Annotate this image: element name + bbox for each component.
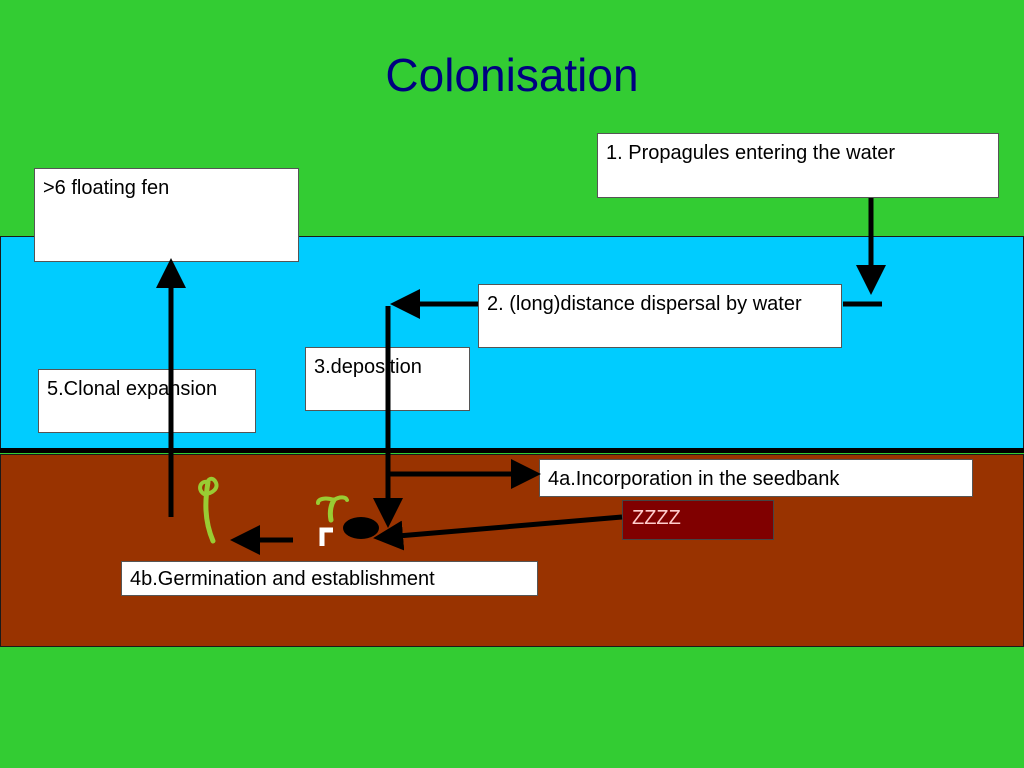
step1-box: 1. Propagules entering the water (597, 133, 999, 198)
dormant-seed-label: ZZZZ (622, 500, 774, 540)
step5-box: 5.Clonal expansion (38, 369, 256, 433)
seedling-icon (316, 495, 349, 546)
step6-box: >6 floating fen (34, 168, 299, 262)
step4a-box: 4a.Incorporation in the seedbank (539, 459, 973, 497)
page-title: Colonisation (385, 49, 639, 101)
soil-surface-line (0, 448, 1024, 453)
step4b-box: 4b.Germination and establishment (121, 561, 538, 596)
step2-box: 2. (long)distance dispersal by water (478, 284, 842, 348)
seed-icon (343, 517, 379, 539)
arrow-dormant-to-seed (373, 514, 623, 551)
plant-icon (198, 476, 219, 544)
